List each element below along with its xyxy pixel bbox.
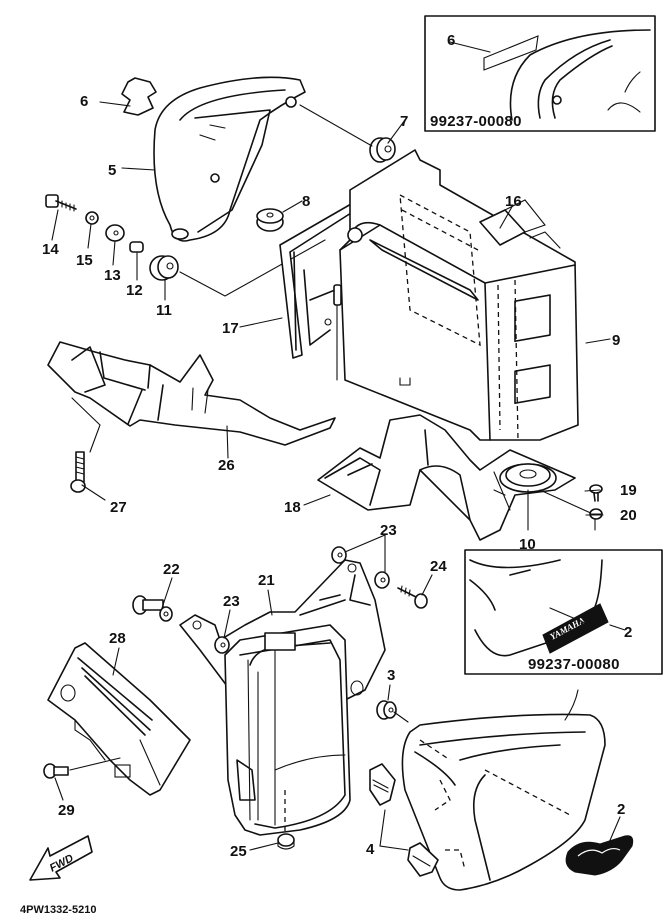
washer-13-icon [105, 224, 125, 242]
part-label-23-top[interactable]: 23 [380, 522, 397, 539]
part-label-13[interactable]: 13 [104, 267, 121, 284]
part-label-18[interactable]: 18 [284, 499, 301, 516]
side-cover-right[interactable] [401, 689, 606, 891]
collar-12-icon [129, 241, 144, 253]
hardware-left [45, 194, 326, 297]
inset-top-part-label: 6 [447, 32, 455, 49]
inset-frame [464, 549, 663, 675]
figure-code: 4PW1332-5210 [20, 904, 96, 916]
cover-detail [607, 71, 641, 113]
part-labels: 6 5 7 8 16 9 14 15 13 12 11 17 26 27 18 … [42, 93, 637, 860]
leader-line [179, 239, 326, 297]
damper-10-icon [499, 463, 557, 493]
inset-top-part-code: 99237-00080 [430, 113, 522, 130]
leader-line [71, 397, 101, 453]
part-label-11[interactable]: 11 [156, 302, 172, 319]
part-label-3[interactable]: 3 [387, 667, 395, 684]
part-label-8[interactable]: 8 [302, 193, 310, 210]
bolt-24-icon [397, 585, 428, 609]
part-label-20[interactable]: 20 [620, 507, 637, 524]
part-label-27[interactable]: 27 [110, 499, 127, 516]
inset-right-part-code: 99237-00080 [528, 656, 620, 673]
leader-line [379, 809, 409, 851]
part-label-26[interactable]: 26 [218, 457, 235, 474]
leader-line [585, 338, 611, 344]
battery-case[interactable] [224, 624, 351, 836]
leader-line [527, 489, 596, 531]
part-label-21[interactable]: 21 [258, 572, 275, 589]
cover-28[interactable] [47, 642, 191, 796]
damper-23-icon [374, 571, 390, 589]
grommet-11-icon [149, 255, 179, 281]
part-label-23[interactable]: 23 [223, 593, 240, 610]
screw-19-icon [589, 484, 603, 502]
yamaha-emblem [542, 603, 609, 654]
part-label-12[interactable]: 12 [126, 282, 143, 299]
part-label-4[interactable]: 4 [366, 841, 375, 858]
bolt-29-icon [43, 757, 121, 779]
stud-icon [285, 96, 297, 108]
part-label-16[interactable]: 16 [505, 193, 522, 210]
damper-4-icon [407, 842, 439, 877]
part-label-14[interactable]: 14 [42, 241, 59, 258]
part-label-5[interactable]: 5 [108, 162, 116, 179]
inset-frame [424, 15, 656, 132]
cover-edge [469, 559, 561, 611]
damper-4-icon [369, 763, 396, 806]
part-label-7[interactable]: 7 [400, 113, 408, 130]
leader-line [549, 607, 626, 631]
leader-lines [51, 101, 621, 851]
cover-rim [537, 39, 613, 119]
emblem-2-script [565, 835, 634, 876]
part-label-25[interactable]: 25 [230, 843, 247, 860]
cover-edge [509, 29, 651, 121]
part-label-29[interactable]: 29 [58, 802, 75, 819]
part-label-10[interactable]: 10 [519, 536, 536, 553]
emblem-outline [483, 35, 539, 71]
part-label-2[interactable]: 2 [617, 801, 625, 818]
part-label-9[interactable]: 9 [612, 332, 620, 349]
fwd-direction-icon: FWD [29, 835, 93, 881]
side-cover-left[interactable] [121, 76, 306, 242]
battery-box-9[interactable] [339, 149, 611, 441]
grommet-3-icon [376, 700, 409, 723]
damper-23-icon [214, 636, 230, 654]
part-label-22[interactable]: 22 [163, 561, 180, 578]
part-label-15[interactable]: 15 [76, 252, 93, 269]
grommet-25-icon [277, 833, 295, 850]
nut-15-icon [85, 211, 99, 225]
bolt-22-icon [132, 595, 173, 622]
inset-detail-emblem-2: YAMAHA 2 99237-00080 [464, 549, 663, 675]
stud-icon [210, 173, 220, 183]
part-label-28[interactable]: 28 [109, 630, 126, 647]
part-label-17[interactable]: 17 [222, 320, 239, 337]
terminal [236, 759, 256, 801]
inset-right-part-label: 2 [624, 624, 632, 641]
stud-icon [552, 95, 562, 105]
part-label-6[interactable]: 6 [80, 93, 88, 110]
bolt-14-icon [45, 194, 77, 212]
leader-line [449, 41, 491, 53]
stay-26[interactable] [47, 341, 336, 446]
damper-23-icon [331, 546, 347, 564]
grommet-8-icon [256, 208, 284, 232]
grommet-7-icon [299, 104, 396, 163]
bolt-27-icon [70, 397, 101, 493]
inset-detail-emblem-6: 6 99237-00080 [424, 15, 656, 132]
part-label-24[interactable]: 24 [430, 558, 447, 575]
leader-line [564, 689, 579, 721]
leader-line [344, 534, 386, 573]
nut-20-icon [589, 508, 603, 520]
part-label-19[interactable]: 19 [620, 482, 637, 499]
emblem-6 [121, 77, 157, 116]
